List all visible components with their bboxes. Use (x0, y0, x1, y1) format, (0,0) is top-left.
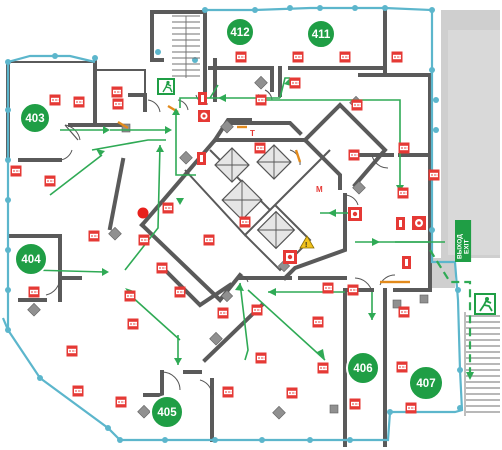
room-badges: 412 411 403 404 405 406 407 (14, 17, 444, 429)
elevator-shafts (214, 144, 296, 250)
smoke-detector-icon (391, 51, 403, 63)
fire-alarm-button-icon (198, 110, 210, 122)
smoke-detector-icon (312, 316, 324, 328)
fire-alarm-button-icon (412, 216, 426, 230)
smoke-detector-icon (112, 98, 124, 110)
room-badge-403: 403 (19, 102, 51, 134)
fire-extinguisher-icon (197, 152, 206, 165)
smoke-detector-icon (174, 286, 186, 298)
exit-sign: ВЫХОД EXIT (455, 220, 472, 262)
smoke-detector-icon (398, 306, 410, 318)
top-stairwell (172, 15, 200, 78)
red-marks: M T (250, 129, 323, 194)
smoke-detector-icon (44, 175, 56, 187)
smoke-detector-icon (66, 345, 78, 357)
smoke-detector-icon (162, 202, 174, 214)
svg-text:!: ! (305, 242, 307, 249)
smoke-detector-icon (72, 385, 84, 397)
exit-sign-text: ВЫХОД (457, 234, 464, 259)
room-number: 404 (21, 254, 41, 266)
emergency-exit-icon (157, 78, 175, 95)
smoke-detector-icon (217, 307, 229, 319)
right-stairwell (464, 312, 500, 416)
smoke-detector-icon (127, 318, 139, 330)
smoke-detector-icon (28, 286, 40, 298)
smoke-detector-icon (111, 86, 123, 98)
smoke-detector-icon (397, 187, 409, 199)
smoke-detector-icon (88, 230, 100, 242)
smoke-detector-icon (255, 94, 267, 106)
emergency-exit-icon (474, 293, 496, 315)
door-t-mark: T (250, 129, 255, 138)
smoke-detectors (10, 51, 440, 414)
smoke-detector-icon (348, 149, 360, 161)
smoke-detector-icon (124, 290, 136, 302)
doors (45, 89, 410, 396)
smoke-detector-icon (239, 216, 251, 228)
smoke-detector-icon (405, 402, 417, 414)
room-badge-412: 412 (225, 17, 255, 47)
smoke-detector-icon (73, 96, 85, 108)
fire-hose-icon (348, 207, 362, 221)
smoke-detector-icon (292, 51, 304, 63)
smoke-detector-icon (286, 387, 298, 399)
room-badge-411: 411 (306, 19, 336, 49)
stair-m-mark: M (316, 185, 323, 194)
smoke-detector-icon (398, 142, 410, 154)
you-are-here-marker (137, 207, 149, 219)
smoke-detector-icon (428, 169, 440, 181)
smoke-detector-icon (255, 352, 267, 364)
fire-extinguisher-icon (402, 256, 411, 269)
fire-hose-icon (283, 250, 297, 264)
smoke-detector-icon (251, 304, 263, 316)
warning-triangle-icon: ! (299, 235, 315, 249)
smoke-detector-icon (289, 77, 301, 89)
room-badge-407: 407 (408, 365, 444, 401)
room-number: 407 (416, 378, 435, 390)
exit-sign-text-en: EXIT (464, 240, 471, 254)
fire-equipment: ! (197, 92, 426, 269)
room-badge-405: 405 (150, 395, 184, 429)
room-number: 406 (353, 363, 372, 375)
smoke-detector-icon (222, 386, 234, 398)
room-number: 411 (312, 29, 331, 41)
outer-perimeter (1, 5, 464, 443)
smoke-detector-icon (351, 99, 363, 111)
smoke-detector-icon (339, 51, 351, 63)
smoke-detector-icon (138, 234, 150, 246)
smoke-detector-icon (156, 262, 168, 274)
room-number: 405 (157, 407, 177, 419)
smoke-detector-icon (317, 362, 329, 374)
room-badge-406: 406 (346, 351, 380, 385)
smoke-detector-icon (347, 284, 359, 296)
smoke-detector-icon (235, 51, 247, 63)
smoke-detector-icon (10, 165, 22, 177)
fire-extinguisher-icon (198, 92, 207, 105)
room-number: 412 (230, 27, 249, 39)
smoke-detector-icon (203, 234, 215, 246)
smoke-detector-icon (115, 396, 127, 408)
smoke-detector-icon (396, 361, 408, 373)
fire-extinguisher-icon (396, 217, 405, 230)
smoke-detector-icon (254, 142, 266, 154)
smoke-detector-icon (349, 398, 361, 410)
room-number: 403 (25, 113, 44, 125)
room-badge-404: 404 (14, 242, 48, 276)
smoke-detector-icon (322, 282, 334, 294)
smoke-detector-icon (49, 94, 61, 106)
